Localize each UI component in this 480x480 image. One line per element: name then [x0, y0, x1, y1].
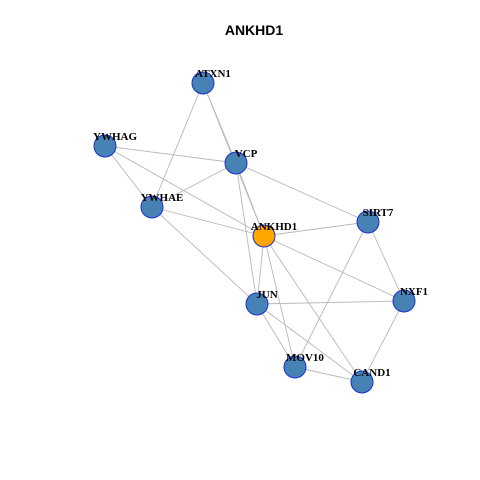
node-ywhae [140, 195, 164, 219]
edge-jun-cand1 [256, 303, 363, 383]
node-label-ankhd1: ANKHD1 [251, 221, 297, 233]
diagram-title: ANKHD1 [225, 22, 284, 38]
edge-ankhd1-sirt7 [263, 221, 369, 237]
node-layer [93, 71, 416, 394]
node-sirt7 [356, 210, 380, 234]
node-jun [245, 292, 269, 316]
node-label-ywhag: YWHAG [93, 131, 137, 143]
edge-atxn1-ywhae [151, 82, 204, 208]
node-label-nxf1: NXF1 [400, 286, 428, 298]
edge-ankhd1-nxf1 [263, 235, 405, 302]
edge-ywhae-ankhd1 [151, 206, 265, 237]
edge-ankhd1-mov10 [263, 235, 296, 368]
node-ywhag [93, 134, 117, 158]
edge-vcp-ywhae [151, 162, 237, 208]
node-vcp [224, 151, 248, 175]
node-label-mov10: MOV10 [286, 352, 324, 364]
node-label-atxn1: ATXN1 [195, 68, 231, 80]
edge-vcp-jun [235, 162, 258, 305]
node-nxf1 [392, 289, 416, 313]
node-label-jun: JUN [256, 289, 277, 301]
node-atxn1 [191, 71, 215, 95]
node-cand1 [350, 370, 374, 394]
node-label-vcp: VCP [235, 148, 258, 160]
edge-sirt7-mov10 [294, 221, 369, 368]
edge-ywhag-vcp [104, 145, 237, 164]
edge-sirt7-nxf1 [367, 221, 405, 302]
node-ankhd1 [252, 224, 276, 248]
edge-vcp-sirt7 [235, 162, 369, 223]
edge-vcp-ankhd1 [235, 162, 265, 237]
edge-jun-mov10 [256, 303, 296, 368]
node-label-ywhae: YWHAE [141, 192, 184, 204]
edge-nxf1-cand1 [361, 300, 405, 383]
edge-ankhd1-cand1 [263, 235, 363, 383]
edge-ywhag-ankhd1 [104, 145, 265, 237]
edge-ywhae-jun [151, 206, 258, 305]
edge-ywhag-ywhae [104, 145, 153, 208]
node-label-sirt7: SIRT7 [363, 207, 394, 219]
node-mov10 [283, 355, 307, 379]
node-label-cand1: CAND1 [353, 367, 390, 379]
edge-jun-nxf1 [256, 300, 405, 305]
